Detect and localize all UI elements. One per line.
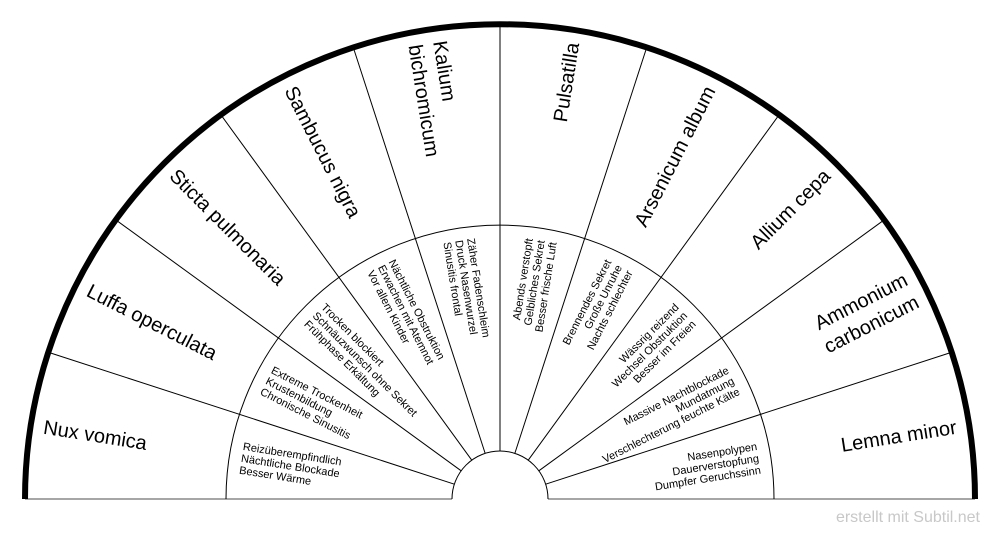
- remedy-name-group: Nux vomica: [42, 417, 149, 455]
- symptom-line: Wechsel Obstruktion: [610, 310, 690, 390]
- hub-arc: [451, 450, 549, 500]
- remedy-name: Luffa operculata: [83, 280, 221, 365]
- inner-ring-arc: [225, 224, 775, 500]
- remedy-name: Allium cepa: [747, 165, 836, 254]
- remedy-name-group: Luffa operculata: [83, 280, 221, 365]
- remedy-name-group: Lemna minor: [839, 417, 958, 457]
- remedy-name: Nux vomica: [42, 417, 149, 455]
- remedy-name: Lemna minor: [839, 417, 958, 457]
- sector-divider: [352, 47, 486, 454]
- sector-divider: [514, 47, 648, 454]
- remedy-name-group: Pulsatilla: [550, 40, 584, 123]
- sector-divider: [538, 219, 885, 472]
- footer-credit: erstellt mit Subtil.net: [835, 509, 980, 526]
- sector-divider: [115, 219, 462, 472]
- remedy-name: Arsenicum album: [631, 83, 721, 231]
- sector-divider: [545, 351, 952, 485]
- remedy-name-group: Arsenicum album: [631, 83, 721, 231]
- sector-divider: [220, 114, 473, 461]
- sector-divider: [48, 351, 455, 485]
- remedy-name-group: Sambucus nigra: [280, 83, 366, 223]
- remedy-name: Sambucus nigra: [280, 83, 366, 223]
- symptom-line-group: Extreme TrockenheitKrustenbildungChronis…: [258, 365, 364, 443]
- remedy-name-group: Allium cepa: [747, 165, 836, 254]
- sector-divider: [527, 114, 780, 461]
- remedy-name: Pulsatilla: [550, 40, 584, 123]
- outer-arc: [22, 21, 978, 500]
